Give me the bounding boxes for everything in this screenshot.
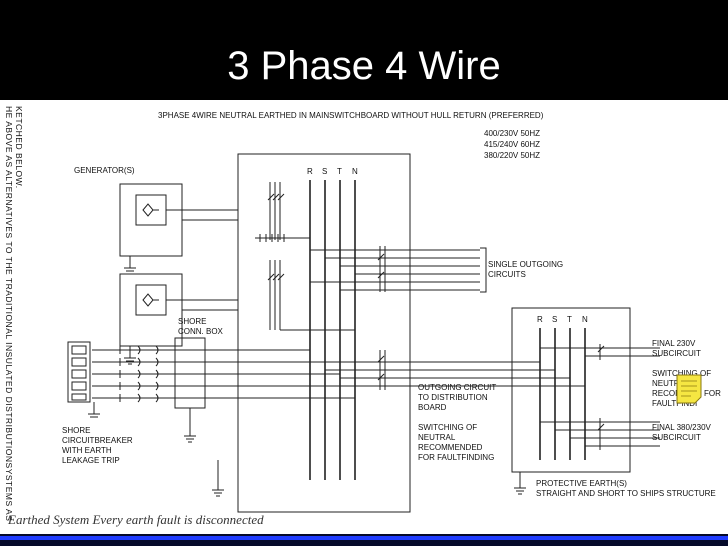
- side-note-line-1: HE ABOVE AS ALTERNATIVES TO THE TRADITIO…: [4, 106, 14, 521]
- final-380-line-2: SUBCIRCUIT: [652, 433, 701, 442]
- switching-neutral-line-1: SWITCHING OF: [418, 423, 477, 432]
- wiring-diagram: HE ABOVE AS ALTERNATIVES TO THE TRADITIO…: [4, 106, 721, 527]
- switching-2-line-3: RECOMME: [652, 389, 694, 398]
- slide-title: 3 Phase 4 Wire: [227, 44, 501, 88]
- side-note-line-2: KETCHED BELOW.: [14, 106, 24, 189]
- footer-band: [0, 534, 728, 546]
- outgoing-lines: [310, 249, 480, 291]
- final-230-line-1: FINAL 230V: [652, 339, 696, 348]
- shore-breaker-line-3: WITH EARTH: [62, 446, 112, 455]
- shore-breaker-line-2: CIRCUITBREAKER: [62, 436, 133, 445]
- switching-neutral-line-4: FOR FAULTFINDING: [418, 453, 494, 462]
- outgoing-circuit-line-1: OUTGOING CIRCUIT: [418, 383, 496, 392]
- switching-2-line-1: SWITCHING OF: [652, 369, 711, 378]
- main-switchboard: [237, 153, 411, 513]
- for-label: FOR: [704, 389, 721, 398]
- switching-2-line-2: NEUTRAL: [652, 379, 690, 388]
- outgoing-circuit-line-2: TO DISTRIBUTION: [418, 393, 488, 402]
- final-230-line-2: SUBCIRCUIT: [652, 349, 701, 358]
- dist-busbars: [539, 328, 586, 460]
- distribution-feed: [310, 361, 585, 387]
- main-bus-r: R: [307, 167, 313, 176]
- slide-header: 3 Phase 4 Wire: [0, 0, 728, 100]
- switching-neutral-line-3: RECOMMENDED: [418, 443, 483, 452]
- dist-bus-s: S: [552, 315, 557, 324]
- main-bus-n: N: [352, 167, 358, 176]
- shore-box-line-2: CONN. BOX: [178, 327, 224, 336]
- switching-neutral-line-2: NEUTRAL: [418, 433, 456, 442]
- dist-bus-n: N: [582, 315, 588, 324]
- diagram-sheet: HE ABOVE AS ALTERNATIVES TO THE TRADITIO…: [0, 100, 728, 534]
- final-380-line-1: FINAL 380/230V: [652, 423, 712, 432]
- single-outgoing-line-1: SINGLE OUTGOING: [488, 260, 563, 269]
- rating-1: 400/230V 50HZ: [484, 129, 540, 138]
- generator-label: GENERATOR(S): [74, 166, 135, 175]
- shore-breaker-line-4: LEAKAGE TRIP: [62, 456, 120, 465]
- single-outgoing-line-2: CIRCUITS: [488, 270, 526, 279]
- main-bus-t: T: [337, 167, 342, 176]
- shore-breaker-line-1: SHORE: [62, 426, 90, 435]
- generator-1: [119, 183, 183, 275]
- switching-2-line-4: FAULTFINDI: [652, 399, 697, 408]
- outgoing-circuit-line-3: BOARD: [418, 403, 447, 412]
- slide-caption: Earthed System Every earth fault is disc…: [7, 512, 264, 527]
- main-bus-s: S: [322, 167, 327, 176]
- rating-2: 415/240V 60HZ: [484, 140, 540, 149]
- sticky-note-icon[interactable]: [676, 374, 702, 404]
- dist-bus-r: R: [537, 315, 543, 324]
- shore-circuit-breaker: [67, 341, 91, 403]
- dist-bus-t: T: [567, 315, 572, 324]
- diagram-heading: 3PHASE 4WIRE NEUTRAL EARTHED IN MAINSWIT…: [158, 111, 544, 120]
- distribution-board: [511, 307, 631, 473]
- protective-earth-line-2: STRAIGHT AND SHORT TO SHIPS STRUCTURE: [536, 489, 716, 498]
- shore-box-line-1: SHORE: [178, 317, 206, 326]
- protective-earth-line-1: PROTECTIVE EARTH(S): [536, 479, 627, 488]
- rating-3: 380/220V 50HZ: [484, 151, 540, 160]
